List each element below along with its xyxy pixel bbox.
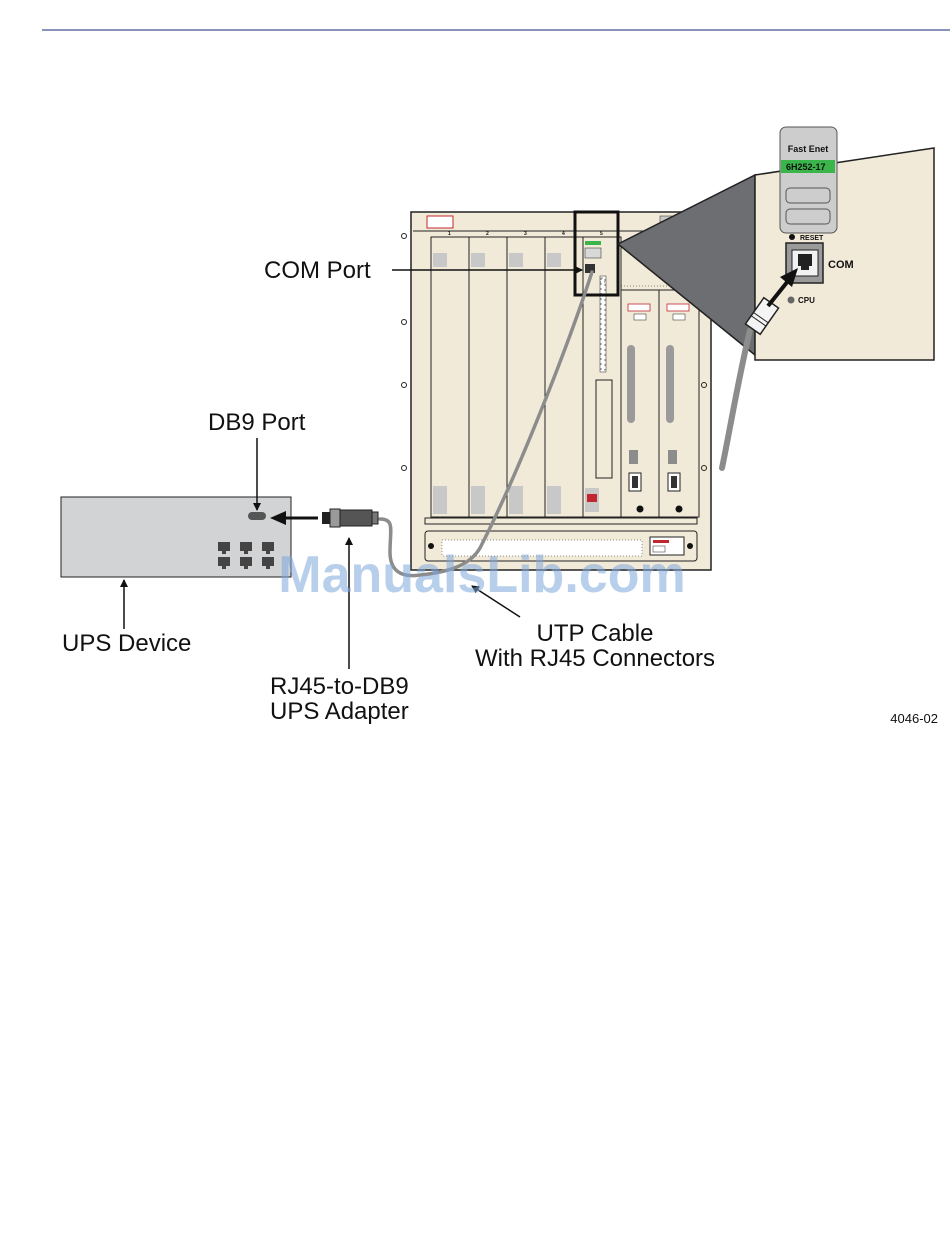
empty-slot-2 [469, 237, 507, 517]
slot-number-2: 2 [486, 231, 489, 237]
com-label: COM [828, 259, 854, 271]
db9-port-label: DB9 Port [208, 409, 306, 436]
com-port-label: COM Port [264, 257, 371, 284]
power-supply-1 [621, 290, 659, 517]
slot-number-5: 5 [600, 231, 603, 237]
db9-port [248, 512, 266, 520]
empty-slot-4 [545, 237, 583, 517]
cable-label-line2: With RJ45 Connectors [475, 645, 715, 672]
power-supply-2 [659, 290, 699, 517]
reset-button-icon[interactable] [789, 234, 795, 240]
module-part-number: 6H252-17 [786, 162, 826, 172]
cable-label-line1: UTP Cable [537, 620, 654, 647]
empty-slot-1 [431, 237, 469, 517]
reset-label: RESET [800, 235, 824, 242]
slot-number-1: 1 [448, 231, 451, 237]
watermark-text: ManualsLib.com [278, 546, 685, 604]
rj45-to-db9-adapter [322, 509, 378, 527]
module-title: Fast Enet [788, 144, 829, 154]
adapter-label-line1: RJ45-to-DB9 [270, 673, 409, 700]
slot-number-4: 4 [562, 231, 565, 237]
module-faceplate: Fast Enet 6H252-17 [780, 127, 837, 233]
figure-number: 4046-02 [890, 711, 938, 726]
adapter-label-line2: UPS Adapter [270, 698, 409, 725]
callout-cable [722, 330, 750, 468]
slot-number-3: 3 [524, 231, 527, 237]
cpu-label: CPU [798, 296, 815, 305]
cpu-led-icon [788, 297, 795, 304]
ups-device-label: UPS Device [62, 630, 191, 657]
